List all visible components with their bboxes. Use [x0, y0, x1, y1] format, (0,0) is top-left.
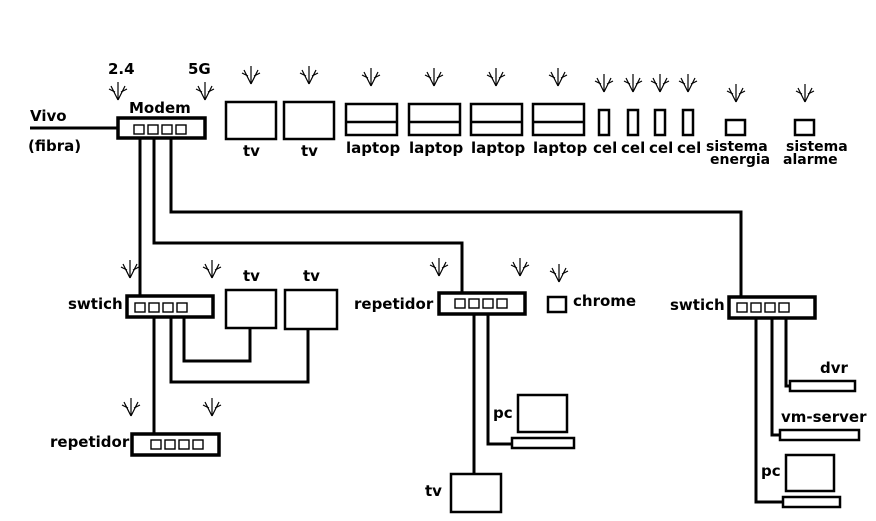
link-left-switch-tv1 [182, 317, 252, 363]
source-note: (fibra) [28, 137, 81, 155]
dvr-shape [788, 379, 857, 393]
band-24-label: 2.4 [108, 60, 135, 78]
left-tv-2-label: tv [303, 267, 320, 285]
laptop-4-label: laptop [533, 139, 587, 157]
left-repeater [130, 432, 221, 457]
antenna-icon [202, 260, 222, 279]
right-switch-label: swtich [670, 296, 725, 314]
sistema-alarme-line2: alarme [783, 152, 838, 168]
antenna-icon [594, 74, 614, 93]
laptop-2-shape [407, 102, 462, 137]
middle-repeater [437, 291, 527, 316]
cel-1-shape [597, 108, 611, 137]
cel-2-shape [626, 108, 640, 137]
left-tv-1-shape [224, 288, 278, 330]
antenna-icon [424, 68, 444, 87]
right-switch [727, 295, 817, 320]
sistema-energia-line2: energia [710, 152, 770, 168]
vm-server-label: vm-server [781, 408, 867, 426]
tv-2-shape [282, 100, 336, 141]
top-devices [224, 100, 816, 141]
link-right-switch-vmserver [770, 317, 780, 437]
right-pc-label: pc [761, 462, 781, 480]
modem-label: Modem [129, 99, 191, 117]
cel-3-label: cel [649, 139, 673, 157]
antenna-icon [795, 84, 815, 103]
antenna-icon [121, 398, 141, 417]
antenna-icon [202, 398, 222, 417]
left-switch-label: swtich [68, 295, 123, 313]
antenna-icon [510, 258, 530, 277]
antenna-icon [429, 258, 449, 277]
left-switch [125, 294, 215, 319]
laptop-2-label: laptop [409, 139, 463, 157]
laptop-4-shape [531, 102, 586, 137]
antenna-icon [361, 68, 381, 87]
middle-pc-monitor [516, 393, 569, 434]
sistema-energia-shape [724, 118, 747, 137]
tv-2-label: tv [301, 142, 318, 160]
chrome-label: chrome [573, 292, 636, 310]
middle-pc-label: pc [493, 404, 513, 422]
sistema-energia-line1: sistema [706, 139, 768, 155]
laptop-1-label: laptop [346, 139, 400, 157]
source-label: Vivo [30, 107, 67, 125]
link-middle-repeater-pc [486, 314, 512, 446]
antenna-icon [241, 66, 261, 85]
left-tv-2-shape [283, 288, 339, 331]
antenna-icon [486, 68, 506, 87]
left-tv-1-label: tv [243, 267, 260, 285]
dvr-label: dvr [820, 359, 849, 377]
middle-tv-label: tv [425, 482, 442, 500]
laptop-3-shape [469, 102, 524, 137]
sistema-alarme-line1: sistema [786, 139, 848, 155]
modem [116, 116, 207, 140]
link-right-switch-dvr [784, 317, 790, 388]
antenna-icon [650, 74, 670, 93]
antenna-icon [299, 66, 319, 85]
link-modem-right-switch [169, 137, 743, 297]
band-5g-label: 5G [188, 60, 211, 78]
antenna-icon [108, 82, 128, 101]
antenna-icon [120, 260, 140, 279]
cel-4-label: cel [677, 139, 701, 157]
middle-tv-shape [449, 472, 503, 514]
cel-3-shape [653, 108, 667, 137]
tv-1-label: tv [243, 142, 260, 160]
middle-pc-keyboard [510, 436, 576, 450]
sistema-alarme-shape [793, 118, 816, 137]
antenna-icon [678, 74, 698, 93]
laptop-3-label: laptop [471, 139, 525, 157]
antenna-icon [195, 82, 215, 101]
laptop-1-shape [344, 102, 399, 137]
tv-1-shape [224, 100, 278, 141]
antenna-icon [623, 74, 643, 93]
link-left-switch-tv2 [169, 317, 310, 384]
chrome-shape [546, 295, 568, 314]
antenna-icon [548, 68, 568, 87]
right-pc-keyboard [781, 495, 842, 509]
link-right-switch-pc [754, 317, 783, 504]
cel-1-label: cel [593, 139, 617, 157]
vm-server-shape [778, 428, 861, 442]
cel-4-shape [681, 108, 695, 137]
cel-2-label: cel [621, 139, 645, 157]
right-pc-monitor [784, 453, 836, 493]
link-modem-middle-repeater [152, 137, 464, 295]
middle-repeater-label: repetidor [354, 295, 434, 313]
antenna-icon [726, 84, 746, 103]
left-repeater-label: repetidor [50, 433, 130, 451]
antenna-icons [108, 66, 815, 417]
antenna-icon [549, 264, 569, 283]
